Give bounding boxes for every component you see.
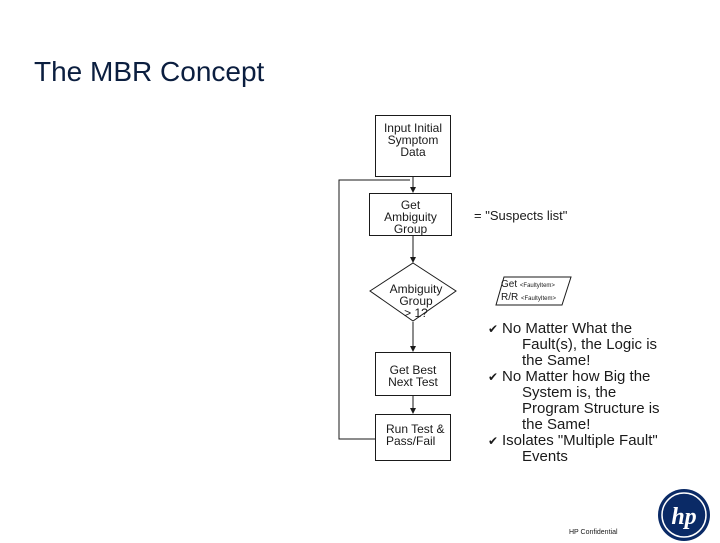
run-test-label: Run Test & Pass/Fail [386,422,445,448]
get-ambiguity-label: Get Ambiguity Group [384,198,437,236]
bullet-item: ✔ Isolates "Multiple Fault" Events [486,433,696,465]
check-icon: ✔ [488,434,499,448]
footer-confidential: HP Confidential [569,529,618,536]
suspects-note: = "Suspects list" [474,208,568,223]
decision-diamond [369,262,457,322]
check-icon: ✔ [488,322,499,336]
slide-title: The MBR Concept [34,56,265,87]
bullet-item: ✔ No Matter What the Fault(s), the Logic… [486,321,696,369]
input-symptom-box: Input Initial Symptom Data [375,115,451,177]
bullet-first-line: No Matter What the [502,320,633,337]
bullet-list: ✔ No Matter What the Fault(s), the Logic… [486,321,696,465]
get-best-test-box: Get Best Next Test [375,352,451,396]
bullet-rest: System is, the Program Structure is the … [522,384,660,433]
input-symptom-label: Input Initial Symptom Data [383,121,443,159]
decision-label: Ambiguity Group > 1? [389,282,443,320]
logo-text: hp [671,504,696,530]
run-test-box: Run Test & Pass/Fail [375,414,451,461]
bullet-first-line: Isolates "Multiple Fault" [502,432,658,449]
get-label: Get [501,279,520,290]
rr-label: R/R [501,292,521,303]
bullet-first-line: No Matter how Big the [502,368,651,385]
faultyitem-small-2: <FaultyItem> [521,296,557,302]
hp-logo: hp [658,489,710,541]
parallelogram-shape [495,276,572,306]
check-icon: ✔ [488,370,499,384]
get-ambiguity-box: Get Ambiguity Group [369,193,452,236]
get-best-test-label: Get Best Next Test [388,363,438,389]
get-rr-faultyitem-text: Get <FaultyItem> R/R <FaultyItem> [501,279,575,303]
bullet-rest: Fault(s), the Logic is the Same! [522,336,658,369]
bullet-rest: Events [522,448,568,465]
bullet-item: ✔ No Matter how Big the System is, the P… [486,369,696,433]
faultyitem-small-1: <FaultyItem> [519,283,555,289]
